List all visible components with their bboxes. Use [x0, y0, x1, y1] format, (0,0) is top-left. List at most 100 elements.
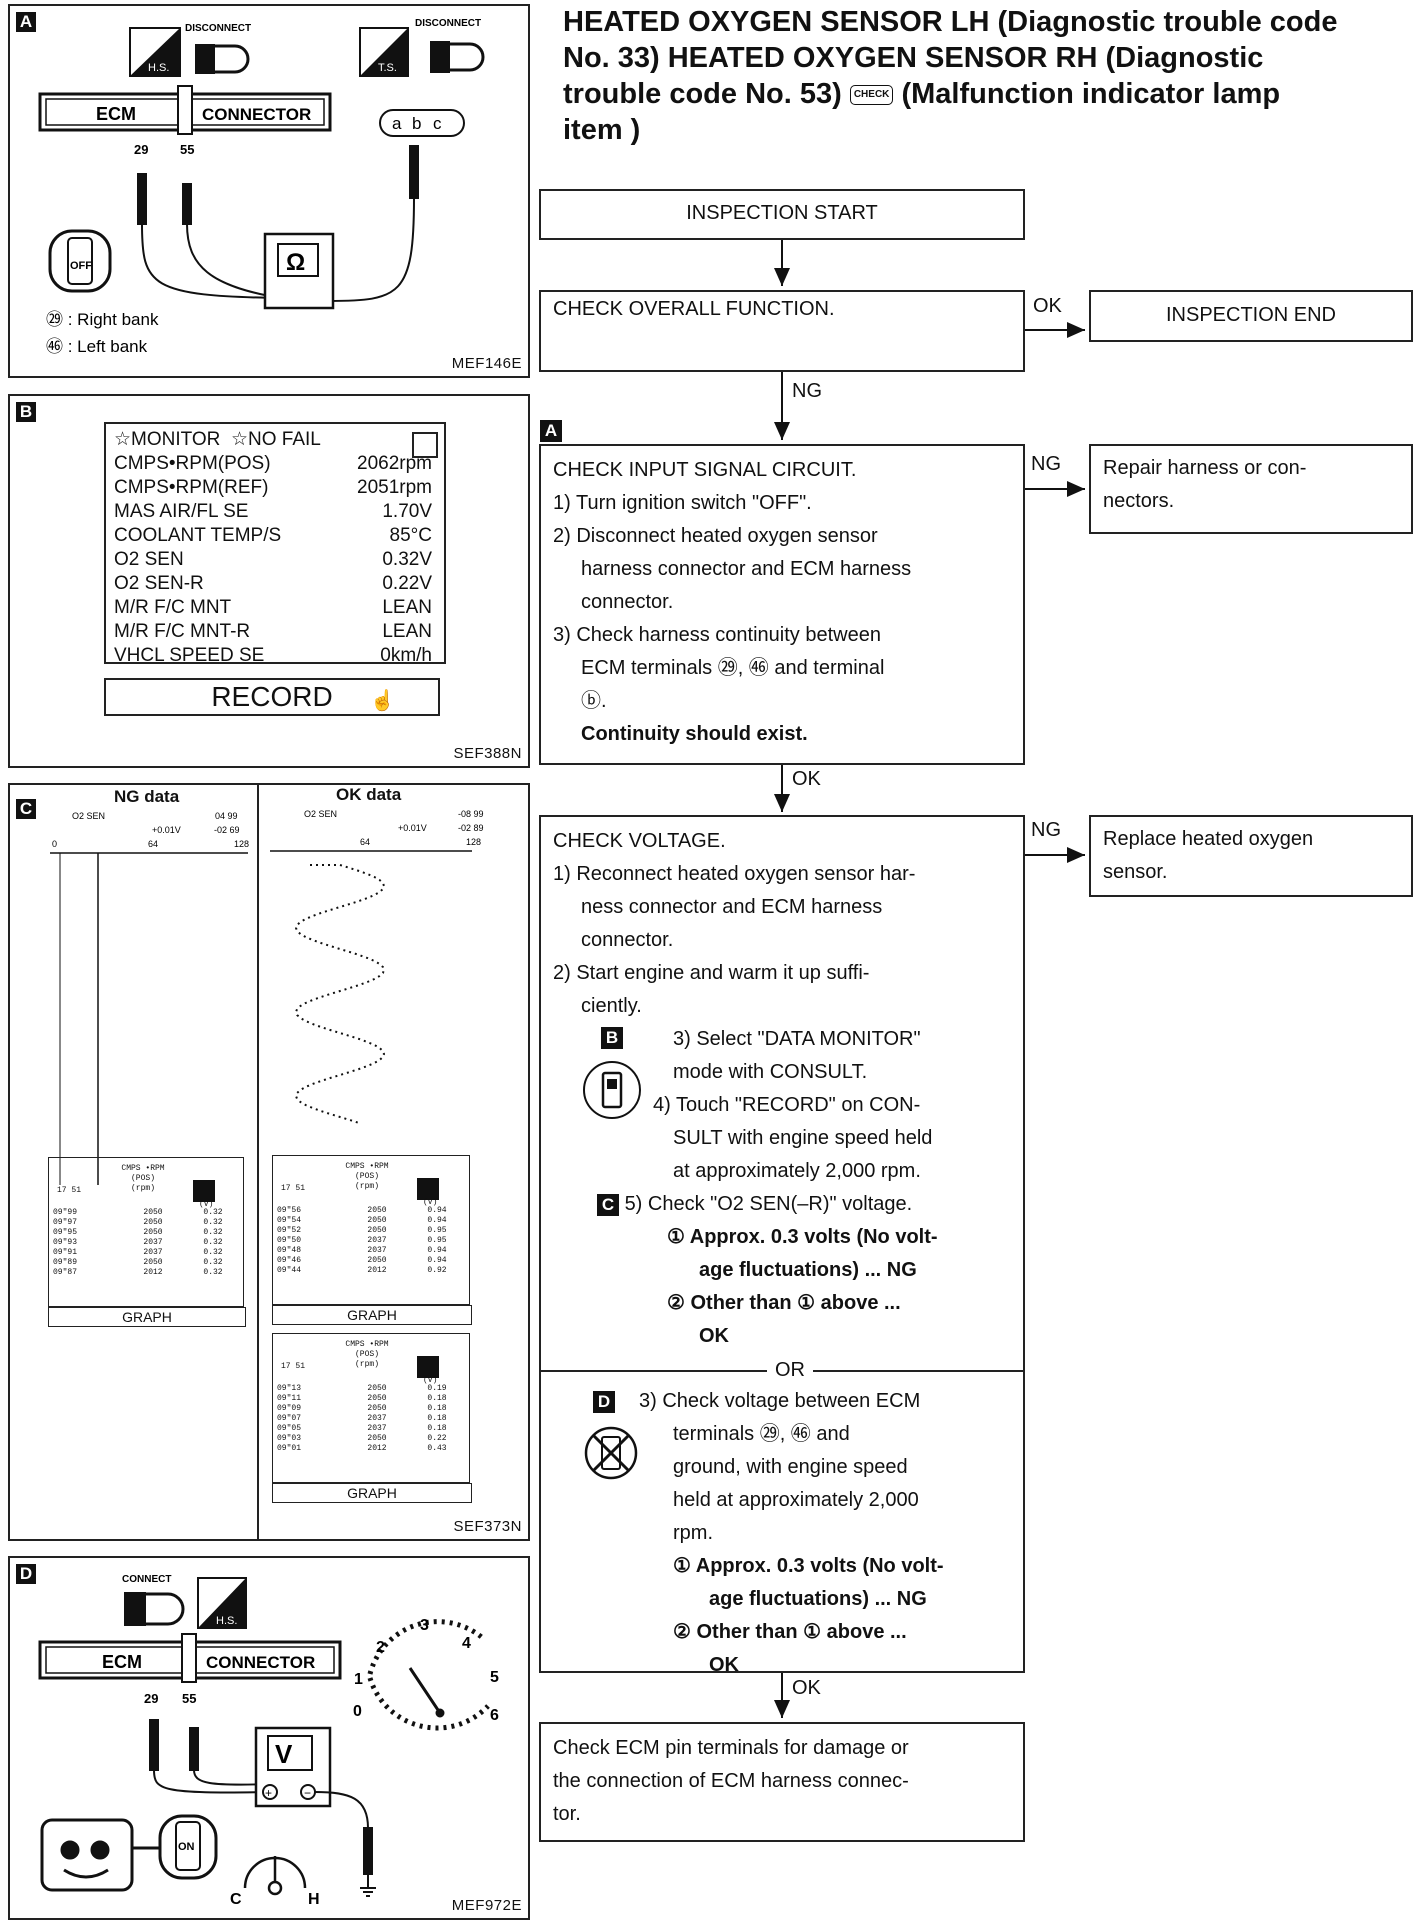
svg-text:㊻ : Left bank: ㊻ : Left bank	[46, 337, 148, 356]
monitor-item-name: M/R F/C MNT-R	[114, 621, 251, 642]
table-cell: 2050	[367, 1206, 387, 1215]
check-overall-function-box: CHECK OVERALL FUNCTION.	[539, 290, 1025, 372]
svg-text:CONNECTOR: CONNECTOR	[206, 1653, 315, 1672]
voltmeter-icon: V	[275, 1739, 293, 1769]
page-title: HEATED OXYGEN SENSOR LH (Diagnostic trou…	[563, 6, 1338, 146]
table-cell: 0.32	[203, 1268, 223, 1277]
monitor-checkbox[interactable]	[412, 432, 438, 458]
monitor-row: CMPS•RPM(REF)2051rpm	[114, 476, 436, 500]
svg-text:H: H	[308, 1891, 320, 1908]
monitor-item-name: CMPS•RPM(REF)	[114, 477, 269, 498]
table-cell: 2037	[143, 1238, 163, 1247]
table-cell: 2050	[367, 1404, 387, 1413]
table-cell: 09"89	[53, 1258, 78, 1267]
ng-data-title: NG data	[114, 787, 180, 806]
ng-graph-button[interactable]: GRAPH	[48, 1307, 246, 1327]
table-cell: 0.18	[427, 1394, 447, 1403]
ok-graph-button-1[interactable]: GRAPH	[272, 1305, 472, 1325]
plus-terminal: +	[265, 1786, 272, 1800]
monitor-item-value: LEAN	[382, 621, 432, 642]
panel-d-voltage-check: D CONNECT H.S. ECM CONNECTOR 29 55 0 1 2…	[8, 1556, 530, 1920]
record-button[interactable]: RECORD ☝	[104, 678, 440, 716]
monitor-item-name: O2 SEN-R	[114, 573, 204, 594]
table-cell: 2050	[367, 1434, 387, 1443]
monitor-item-value: 1.70V	[382, 501, 432, 522]
ts-sensor-icon: T.S.	[359, 27, 409, 77]
table-cell: 09"05	[277, 1424, 302, 1433]
table-cell: 0.18	[427, 1424, 447, 1433]
table-cell: 2037	[367, 1246, 387, 1255]
minus-terminal: −	[304, 1786, 311, 1800]
hs-sensor-icon: H.S.	[197, 1577, 247, 1629]
table-cell: 09"99	[53, 1208, 78, 1217]
check-engine-icon: CHECK	[849, 85, 894, 106]
svg-text:0: 0	[52, 839, 57, 849]
table-cell: 2050	[367, 1394, 387, 1403]
ok-graph-button-2[interactable]: GRAPH	[272, 1483, 472, 1503]
table-cell: 0.18	[427, 1414, 447, 1423]
table-cell: 2050	[367, 1384, 387, 1393]
monitor-item-name: VHCL SPEED SE	[114, 645, 265, 666]
connector-joined-icon	[124, 1592, 185, 1626]
no-tester-icon	[583, 1425, 639, 1481]
gauge-scale: 0 1 2 3 4 5 6	[353, 1617, 499, 1724]
table-cell: 2050	[143, 1228, 163, 1237]
step-tag-c: C	[597, 1194, 619, 1216]
svg-text:64: 64	[360, 837, 370, 847]
svg-text:64: 64	[148, 839, 158, 849]
table-cell: 2050	[367, 1256, 387, 1265]
table-cell: 0.32	[203, 1238, 223, 1247]
figure-code-a: MEF146E	[451, 355, 522, 372]
svg-text:O2 SEN: O2 SEN	[304, 809, 337, 819]
table-cell: 09"11	[277, 1394, 302, 1403]
inspection-end-box: INSPECTION END	[1089, 290, 1413, 342]
svg-text:CONNECTOR: CONNECTOR	[202, 105, 311, 124]
monitor-item-value: 0.32V	[382, 549, 432, 570]
table-cell: 0.32	[203, 1208, 223, 1217]
ng-label-3: NG	[1031, 819, 1061, 841]
svg-text:ON: ON	[178, 1841, 195, 1853]
voltage-diagram: CONNECT H.S. ECM CONNECTOR 29 55 0 1 2 3…	[38, 1574, 499, 1908]
panel-b-data-monitor: B ☆MONITOR ☆NO FAIL CMPS•RPM(POS)2062rpm…	[8, 394, 530, 768]
svg-text:55: 55	[182, 1691, 196, 1706]
table-cell: 0.18	[427, 1404, 447, 1413]
monitor-row: CMPS•RPM(POS)2062rpm	[114, 452, 436, 476]
step-tag-d: D	[593, 1391, 615, 1413]
table-cell: 0.94	[427, 1206, 447, 1215]
table-cell: 2050	[367, 1216, 387, 1225]
table-cell: 2037	[143, 1248, 163, 1257]
panel-c-ng-ok-data: C NG data OK data O2 SEN 04 99 +0.01V -0…	[8, 783, 530, 1541]
table-row: 09"11 2050 0.18	[277, 1394, 465, 1404]
svg-text:DISCONNECT: DISCONNECT	[415, 18, 481, 29]
svg-text:5: 5	[490, 1669, 499, 1686]
ignition-key-on-icon	[158, 1814, 218, 1880]
table-cell: 0.94	[427, 1256, 447, 1265]
ok-label-3: OK	[792, 1677, 821, 1699]
table-cell: 0.19	[427, 1384, 447, 1393]
monitor-item-name: COOLANT TEMP/S	[114, 525, 282, 546]
svg-text:H.S.: H.S.	[148, 62, 169, 74]
svg-text:2: 2	[376, 1639, 385, 1656]
table-cell: 09"52	[277, 1226, 302, 1235]
table-cell: 2012	[367, 1266, 387, 1275]
panel-label-d: D	[16, 1564, 36, 1584]
svg-text:4: 4	[462, 1635, 471, 1652]
svg-text:6: 6	[490, 1707, 499, 1724]
monitor-item-value: 2062rpm	[357, 453, 432, 474]
table-cell: 09"01	[277, 1444, 302, 1453]
